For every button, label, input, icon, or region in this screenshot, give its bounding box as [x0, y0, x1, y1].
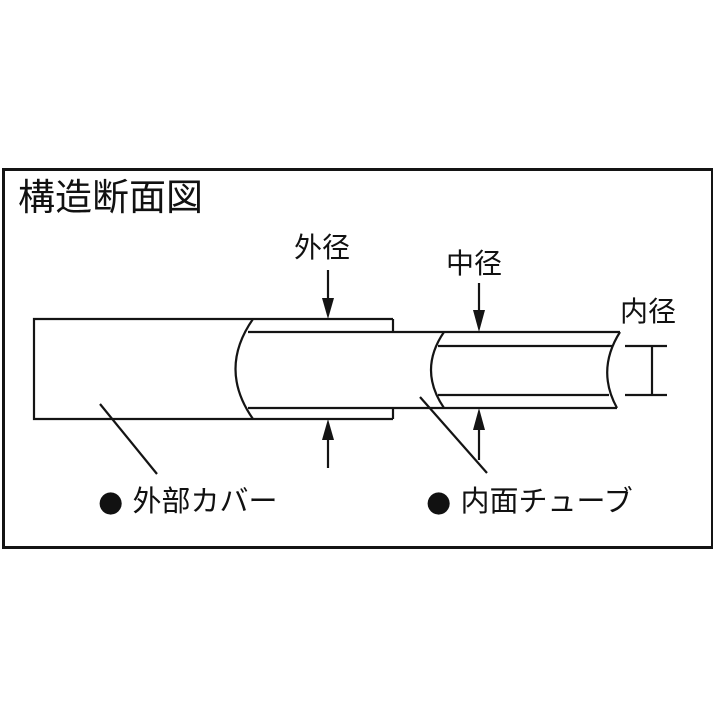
diagram-frame	[2, 168, 713, 549]
middle-diameter-arrow-up-icon	[473, 408, 485, 430]
outer-diameter-arrow-up-icon	[322, 419, 334, 440]
diagram-title: 構造断面図	[18, 176, 203, 219]
outer-cover-label: ● 外部カバー	[98, 484, 278, 518]
middle-diameter-arrow-down-icon	[473, 310, 485, 332]
inner-tube-shape	[438, 344, 612, 397]
inner-diameter-dimension-marker	[625, 344, 667, 397]
inner-tube-leader-line	[419, 396, 488, 474]
outer-cover-leader-line	[99, 403, 158, 475]
inner-diameter-label: 内径	[620, 295, 677, 328]
outer-diameter-arrow-down-icon	[322, 298, 334, 319]
middle-tube-shape	[248, 330, 621, 410]
outer-diameter-label: 外径	[294, 231, 351, 264]
middle-diameter-label: 中径	[446, 247, 503, 280]
outer-cover-shape	[32, 317, 395, 421]
inner-tube-label: ● 内面チューブ	[426, 484, 633, 518]
